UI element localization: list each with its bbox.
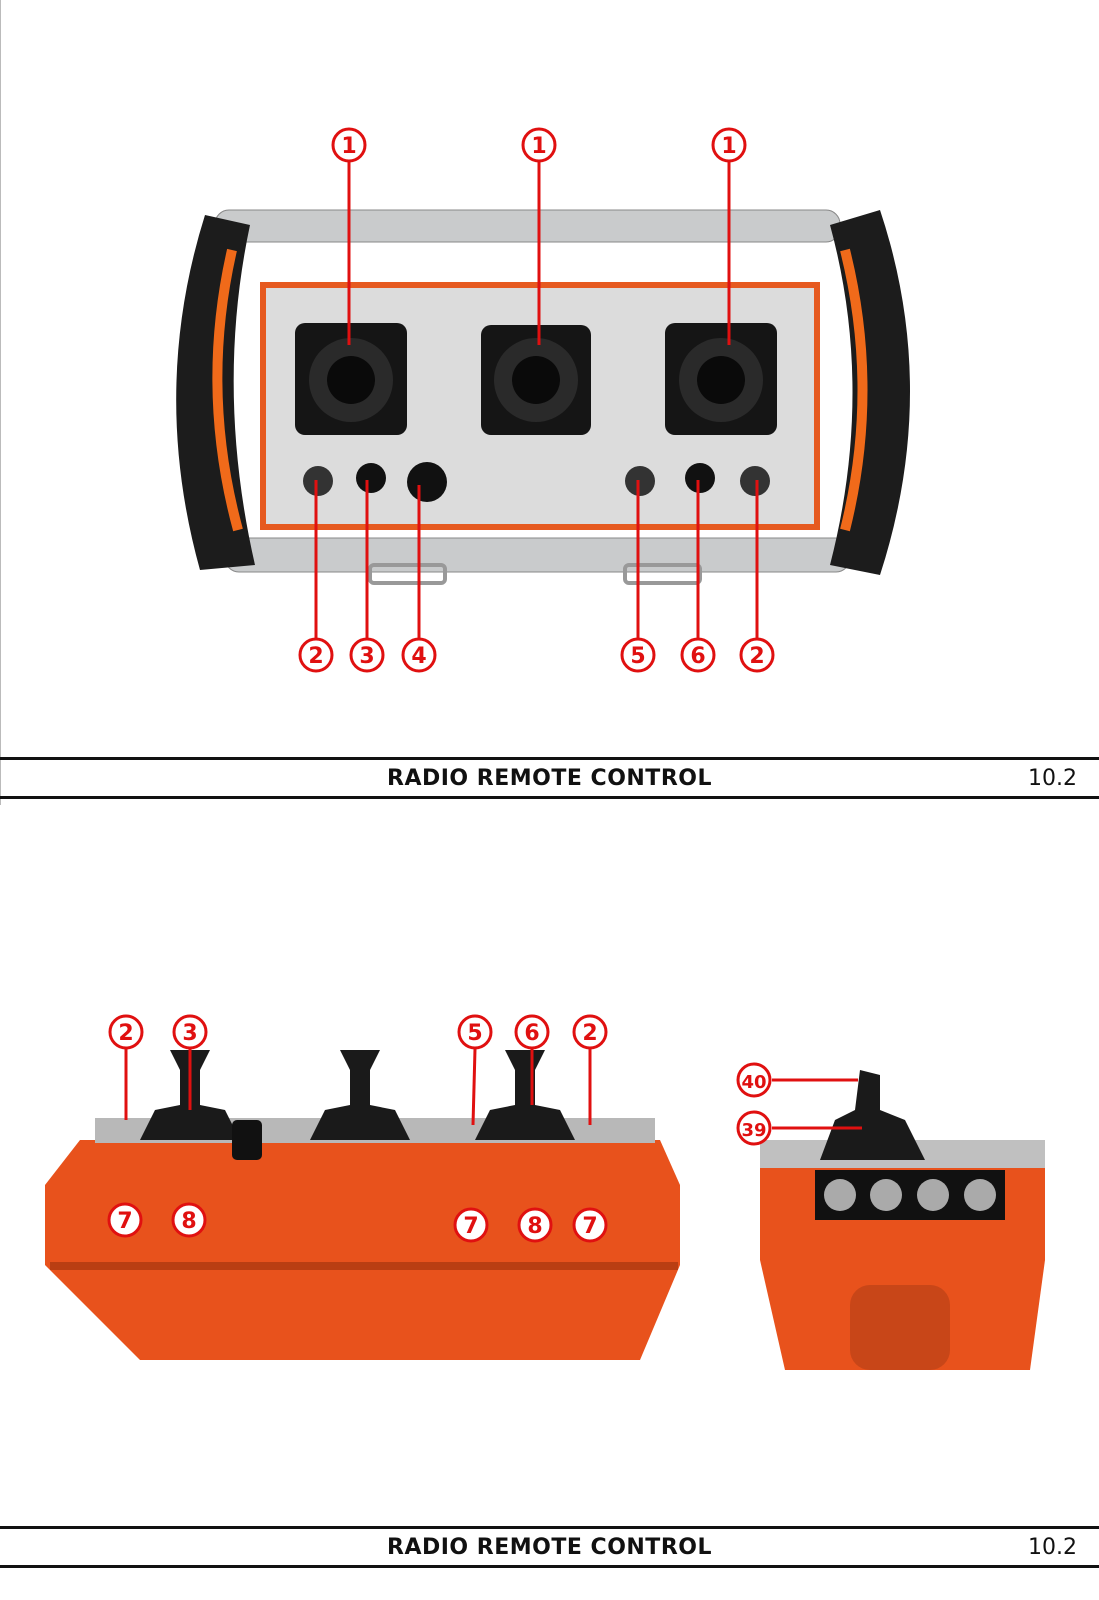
callout-2-b: 2	[572, 1014, 608, 1050]
svg-text:40: 40	[741, 1072, 766, 1093]
callout-7-c: 7	[572, 1207, 608, 1243]
callout-39: 39	[736, 1110, 772, 1146]
svg-text:7: 7	[463, 1214, 478, 1239]
footer-title: RADIO REMOTE CONTROL	[387, 1535, 712, 1560]
svg-text:8: 8	[181, 1209, 196, 1234]
joystick-center	[481, 325, 591, 435]
callout-1-right: 1	[711, 127, 747, 163]
callout-2-right: 2	[739, 637, 775, 673]
remote-top-view-figure: 1 1 1 2 3 4 5 6 2	[176, 127, 910, 673]
svg-text:3: 3	[182, 1021, 197, 1046]
footer-title: RADIO REMOTE CONTROL	[387, 766, 712, 791]
callout-8-a: 8	[171, 1202, 207, 1238]
svg-text:7: 7	[117, 1209, 132, 1234]
callout-7-b: 7	[453, 1207, 489, 1243]
callout-6: 6	[514, 1014, 550, 1050]
svg-text:6: 6	[524, 1021, 539, 1046]
svg-text:5: 5	[630, 644, 645, 669]
callout-2-a: 2	[108, 1014, 144, 1050]
callout-3: 3	[172, 1014, 208, 1050]
callout-4: 4	[401, 637, 437, 673]
svg-text:6: 6	[690, 644, 705, 669]
joystick-left	[295, 323, 407, 435]
callout-6: 6	[680, 637, 716, 673]
callout-40: 40	[736, 1062, 772, 1098]
page-footer: RADIO REMOTE CONTROL 10.2	[0, 1526, 1099, 1568]
footer-section-number: 10.2	[1028, 766, 1077, 791]
svg-text:39: 39	[741, 1120, 766, 1141]
svg-text:4: 4	[411, 644, 426, 669]
svg-text:2: 2	[749, 644, 764, 669]
svg-text:1: 1	[341, 134, 356, 159]
svg-text:2: 2	[118, 1021, 133, 1046]
footer-section-number: 10.2	[1028, 1535, 1077, 1560]
callout-1-center: 1	[521, 127, 557, 163]
page-edge	[0, 0, 1, 805]
callout-5: 5	[620, 637, 656, 673]
svg-text:1: 1	[531, 134, 546, 159]
svg-text:2: 2	[582, 1021, 597, 1046]
svg-text:8: 8	[527, 1214, 542, 1239]
callout-1-left: 1	[331, 127, 367, 163]
svg-text:1: 1	[721, 134, 736, 159]
svg-text:2: 2	[308, 644, 323, 669]
svg-text:7: 7	[582, 1214, 597, 1239]
callout-3: 3	[349, 637, 385, 673]
svg-text:5: 5	[467, 1021, 482, 1046]
joystick-right	[665, 323, 777, 435]
remote-front-side-figure: 2 3 5 6 2 7 8 7 8 7 40 39	[45, 1014, 1045, 1370]
callout-2-left: 2	[298, 637, 334, 673]
callout-7-a: 7	[107, 1202, 143, 1238]
callout-8-b: 8	[517, 1207, 553, 1243]
svg-text:3: 3	[359, 644, 374, 669]
page-footer: RADIO REMOTE CONTROL 10.2	[0, 757, 1099, 799]
callout-5: 5	[457, 1014, 493, 1050]
